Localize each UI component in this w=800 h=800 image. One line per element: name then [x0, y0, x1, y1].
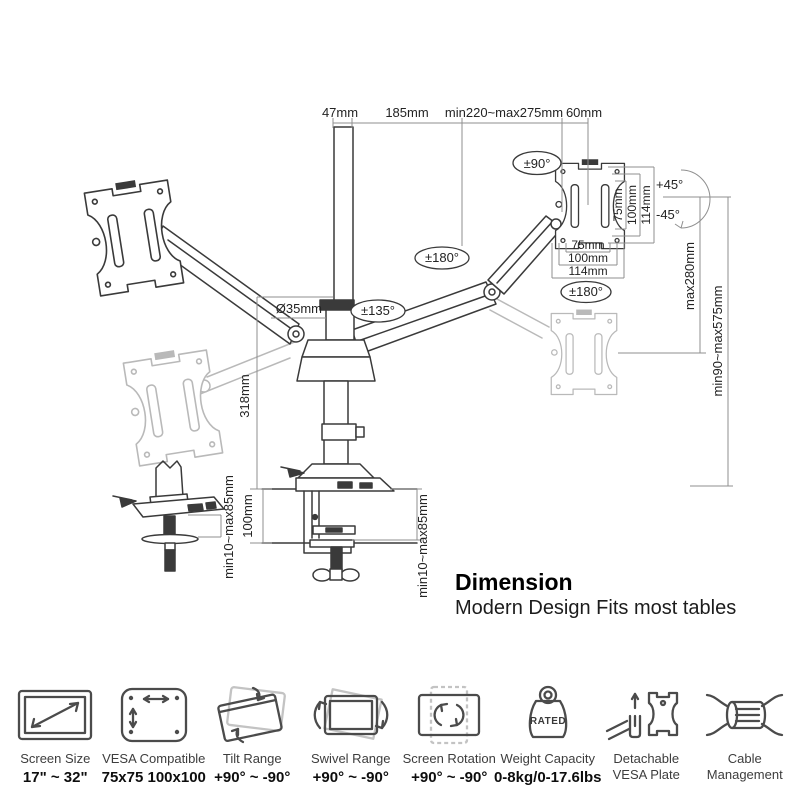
desk-clamp [303, 490, 360, 582]
dim-base-offset: 100mm [240, 494, 255, 537]
desk-surface [261, 488, 418, 544]
feature-weight-capacity: RATED Weight Capacity 0-8kg/0-17.6lbs [494, 682, 602, 786]
angle-tilt-down: -45° [656, 207, 680, 222]
feature-value: +90° ~ -90° [214, 768, 291, 786]
feature-vesa-compatible: VESA Compatible 75x75 100x100 [101, 682, 206, 786]
feature-label: Swivel Range [311, 751, 391, 766]
swivel-oval-top [512, 150, 562, 176]
vesa-plate-ghost-right [550, 308, 618, 396]
swivel-range-icon [313, 688, 389, 740]
feature-value: +90° ~ -90° [312, 768, 389, 786]
feature-row: Screen Size 17" ~ 32" VESA Compatible 75… [0, 682, 800, 786]
angle-tilt-up: +45° [656, 177, 683, 192]
feature-label: Tilt Range [222, 751, 282, 766]
rated-badge: RATED [530, 716, 566, 727]
vesa-bottom-100: 100mm [568, 251, 608, 265]
angle-monitor-swivel: ±90° [524, 156, 551, 171]
vesa-plate-ghost-left [121, 344, 224, 467]
rotation-oval-mid [414, 246, 470, 270]
feature-swivel-range: Swivel Range +90° ~ -90° [302, 682, 401, 786]
vesa-compatible-icon [120, 687, 187, 743]
feature-label: Screen Size [20, 751, 91, 766]
feature-value: 75x75 100x100 [101, 768, 206, 786]
screen-rotation-icon [418, 685, 481, 745]
feature-label: Screen Rotation [402, 751, 496, 766]
page-subtitle: Modern Design Fits most tables [455, 597, 736, 619]
dim-top-185mm: 185mm [385, 105, 428, 120]
dim-top-60mm: 60mm [566, 105, 602, 120]
dim-pole-diameter: Ø35mm [276, 301, 322, 316]
ghost-arm-right [489, 298, 550, 339]
cable-management-icon [705, 693, 783, 737]
feature-label: VESA Compatible [102, 751, 206, 766]
feature-label: Detachable [613, 751, 680, 766]
dim-grommet-range: min10~max85mm [221, 475, 236, 579]
page-title: Dimension [455, 569, 573, 595]
swivel-oval-mid [350, 299, 406, 323]
feature-value: 0-8kg/0-17.6lbs [493, 768, 602, 786]
feature-screen-rotation: Screen Rotation +90° ~ -90° [400, 682, 499, 786]
dim-height-range: min90~max575mm [710, 286, 725, 397]
screen-size-icon [18, 689, 93, 741]
dim-arm-drop: max280mm [682, 242, 697, 310]
arm-left [153, 225, 305, 345]
feature-label-line2: VESA Plate [612, 766, 680, 782]
arm-right-upper [487, 215, 563, 295]
feature-label-line2: Management [706, 766, 783, 782]
dim-clamp-range: min10~max85mm [415, 494, 430, 598]
rotation-oval-right [560, 280, 612, 304]
pole-and-hub [280, 126, 395, 492]
angle-arm-swivel: ±135° [361, 303, 395, 318]
dimension-lines [188, 118, 733, 544]
dim-top-extension: min220~max275mm [445, 105, 563, 120]
feature-tilt-range: Tilt Range +90° ~ -90° [203, 682, 302, 786]
vesa-bottom-75: 75mm [571, 238, 604, 252]
dim-top-47mm: 47mm [322, 105, 358, 120]
tilt-range-icon [217, 686, 287, 744]
monitor-arm-dimension-diagram: 47mm 185mm min220~max275mm 60mm ±90° ±18… [82, 105, 736, 619]
vesa-side-114: 114mm [639, 185, 653, 224]
feature-cable-management: Cable Management [696, 682, 795, 786]
grommet-clamp [112, 460, 225, 572]
detachable-vesa-icon [606, 691, 679, 741]
angle-plate-rotation: ±180° [569, 284, 603, 299]
feature-value: 17" ~ 32" [22, 768, 88, 786]
feature-value: +90° ~ -90° [411, 768, 488, 786]
angle-arm-rotation: ±180° [425, 250, 459, 265]
weight-capacity-icon: RATED [528, 685, 567, 739]
feature-label: Cable [727, 751, 762, 766]
feature-label: Weight Capacity [500, 751, 595, 766]
vesa-side-100: 100mm [625, 185, 639, 225]
feature-screen-size: Screen Size 17" ~ 32" [6, 682, 105, 786]
vesa-bottom-114: 114mm [568, 264, 607, 278]
vesa-side-75: 75mm [611, 188, 625, 221]
feature-detachable-vesa: Detachable VESA Plate [597, 682, 696, 786]
dim-pole-height: 318mm [237, 374, 252, 417]
